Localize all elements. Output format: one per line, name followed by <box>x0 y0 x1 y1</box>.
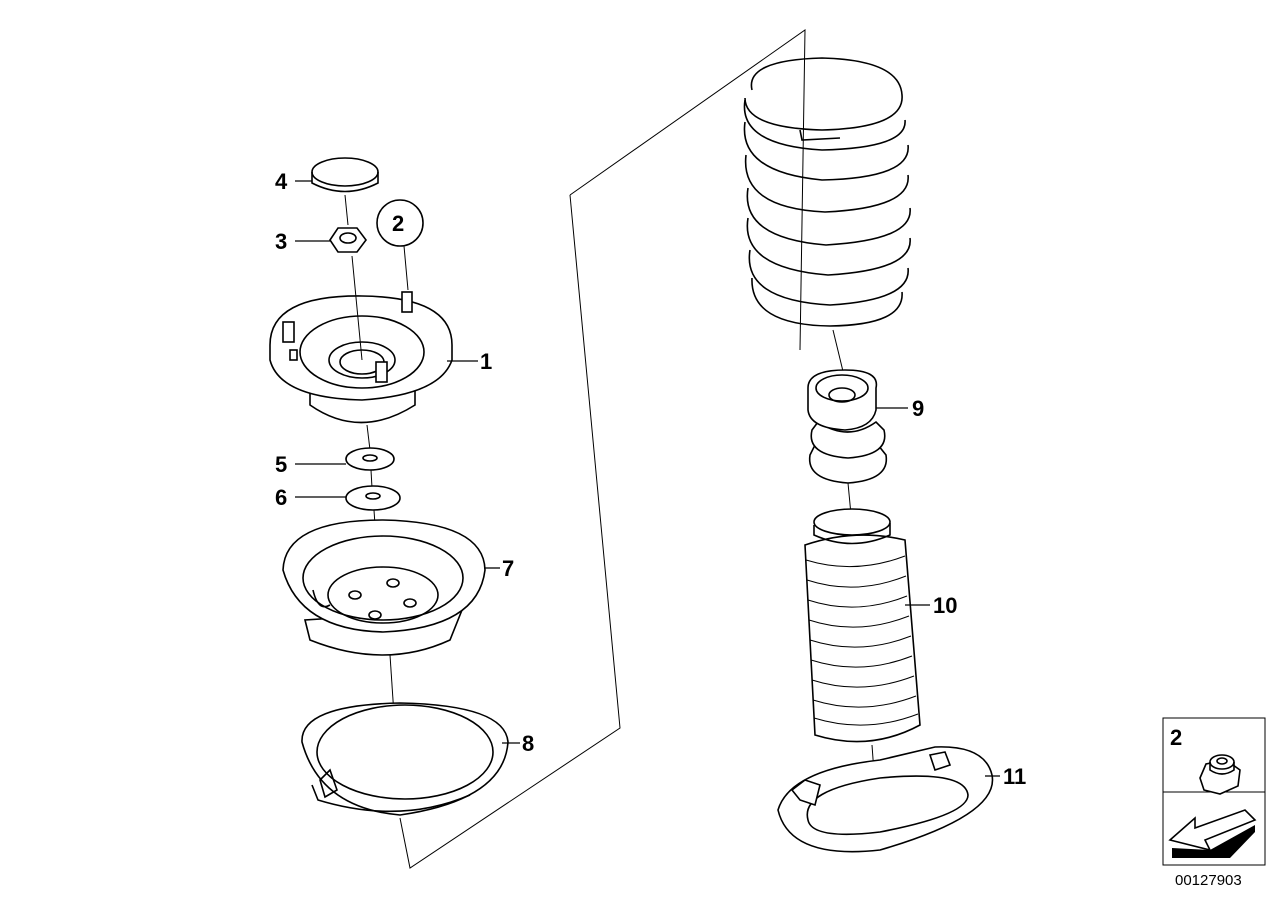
callout-10: 10 <box>933 593 957 618</box>
part-9-bump-stop[interactable] <box>807 369 888 484</box>
part-6-washer[interactable] <box>345 485 401 511</box>
axis-1-5 <box>366 424 371 451</box>
callout-3: 3 <box>275 229 287 254</box>
callout-11: 11 <box>1003 764 1026 789</box>
part-10-protective-boot[interactable] <box>804 508 921 743</box>
callout-8: 8 <box>522 731 534 756</box>
part-3-nut[interactable] <box>329 227 367 253</box>
part-8-spring-pad[interactable] <box>301 702 509 816</box>
callout-1: 1 <box>480 349 492 374</box>
diagram-code: 00127903 <box>1175 872 1242 889</box>
legend-number: 2 <box>1170 725 1182 750</box>
part-2-reference-circle[interactable] <box>376 199 424 247</box>
callout-5: 5 <box>275 452 287 477</box>
legend-box: 2 <box>1162 717 1266 866</box>
callout-6: 6 <box>275 485 287 510</box>
callout-2: 2 <box>392 211 404 236</box>
part-7-spring-seat[interactable] <box>282 519 486 656</box>
part-11-lower-spring-pad[interactable] <box>777 746 994 853</box>
axis-4-3 <box>344 194 349 226</box>
part-4-cap[interactable] <box>311 157 379 193</box>
part-5-washer[interactable] <box>345 447 395 471</box>
callout-4: 4 <box>275 169 288 194</box>
callout-9: 9 <box>912 396 924 421</box>
assembly-outline <box>399 29 806 869</box>
part-1-strut-mount[interactable] <box>269 291 453 424</box>
coil-spring[interactable] <box>743 57 911 327</box>
nut-icon <box>1199 754 1241 795</box>
leader-2 <box>403 245 409 291</box>
callout-7: 7 <box>502 556 514 581</box>
arrow-icon <box>1168 809 1257 858</box>
axis-3-1 <box>351 255 363 361</box>
axis-5-6 <box>370 469 373 489</box>
